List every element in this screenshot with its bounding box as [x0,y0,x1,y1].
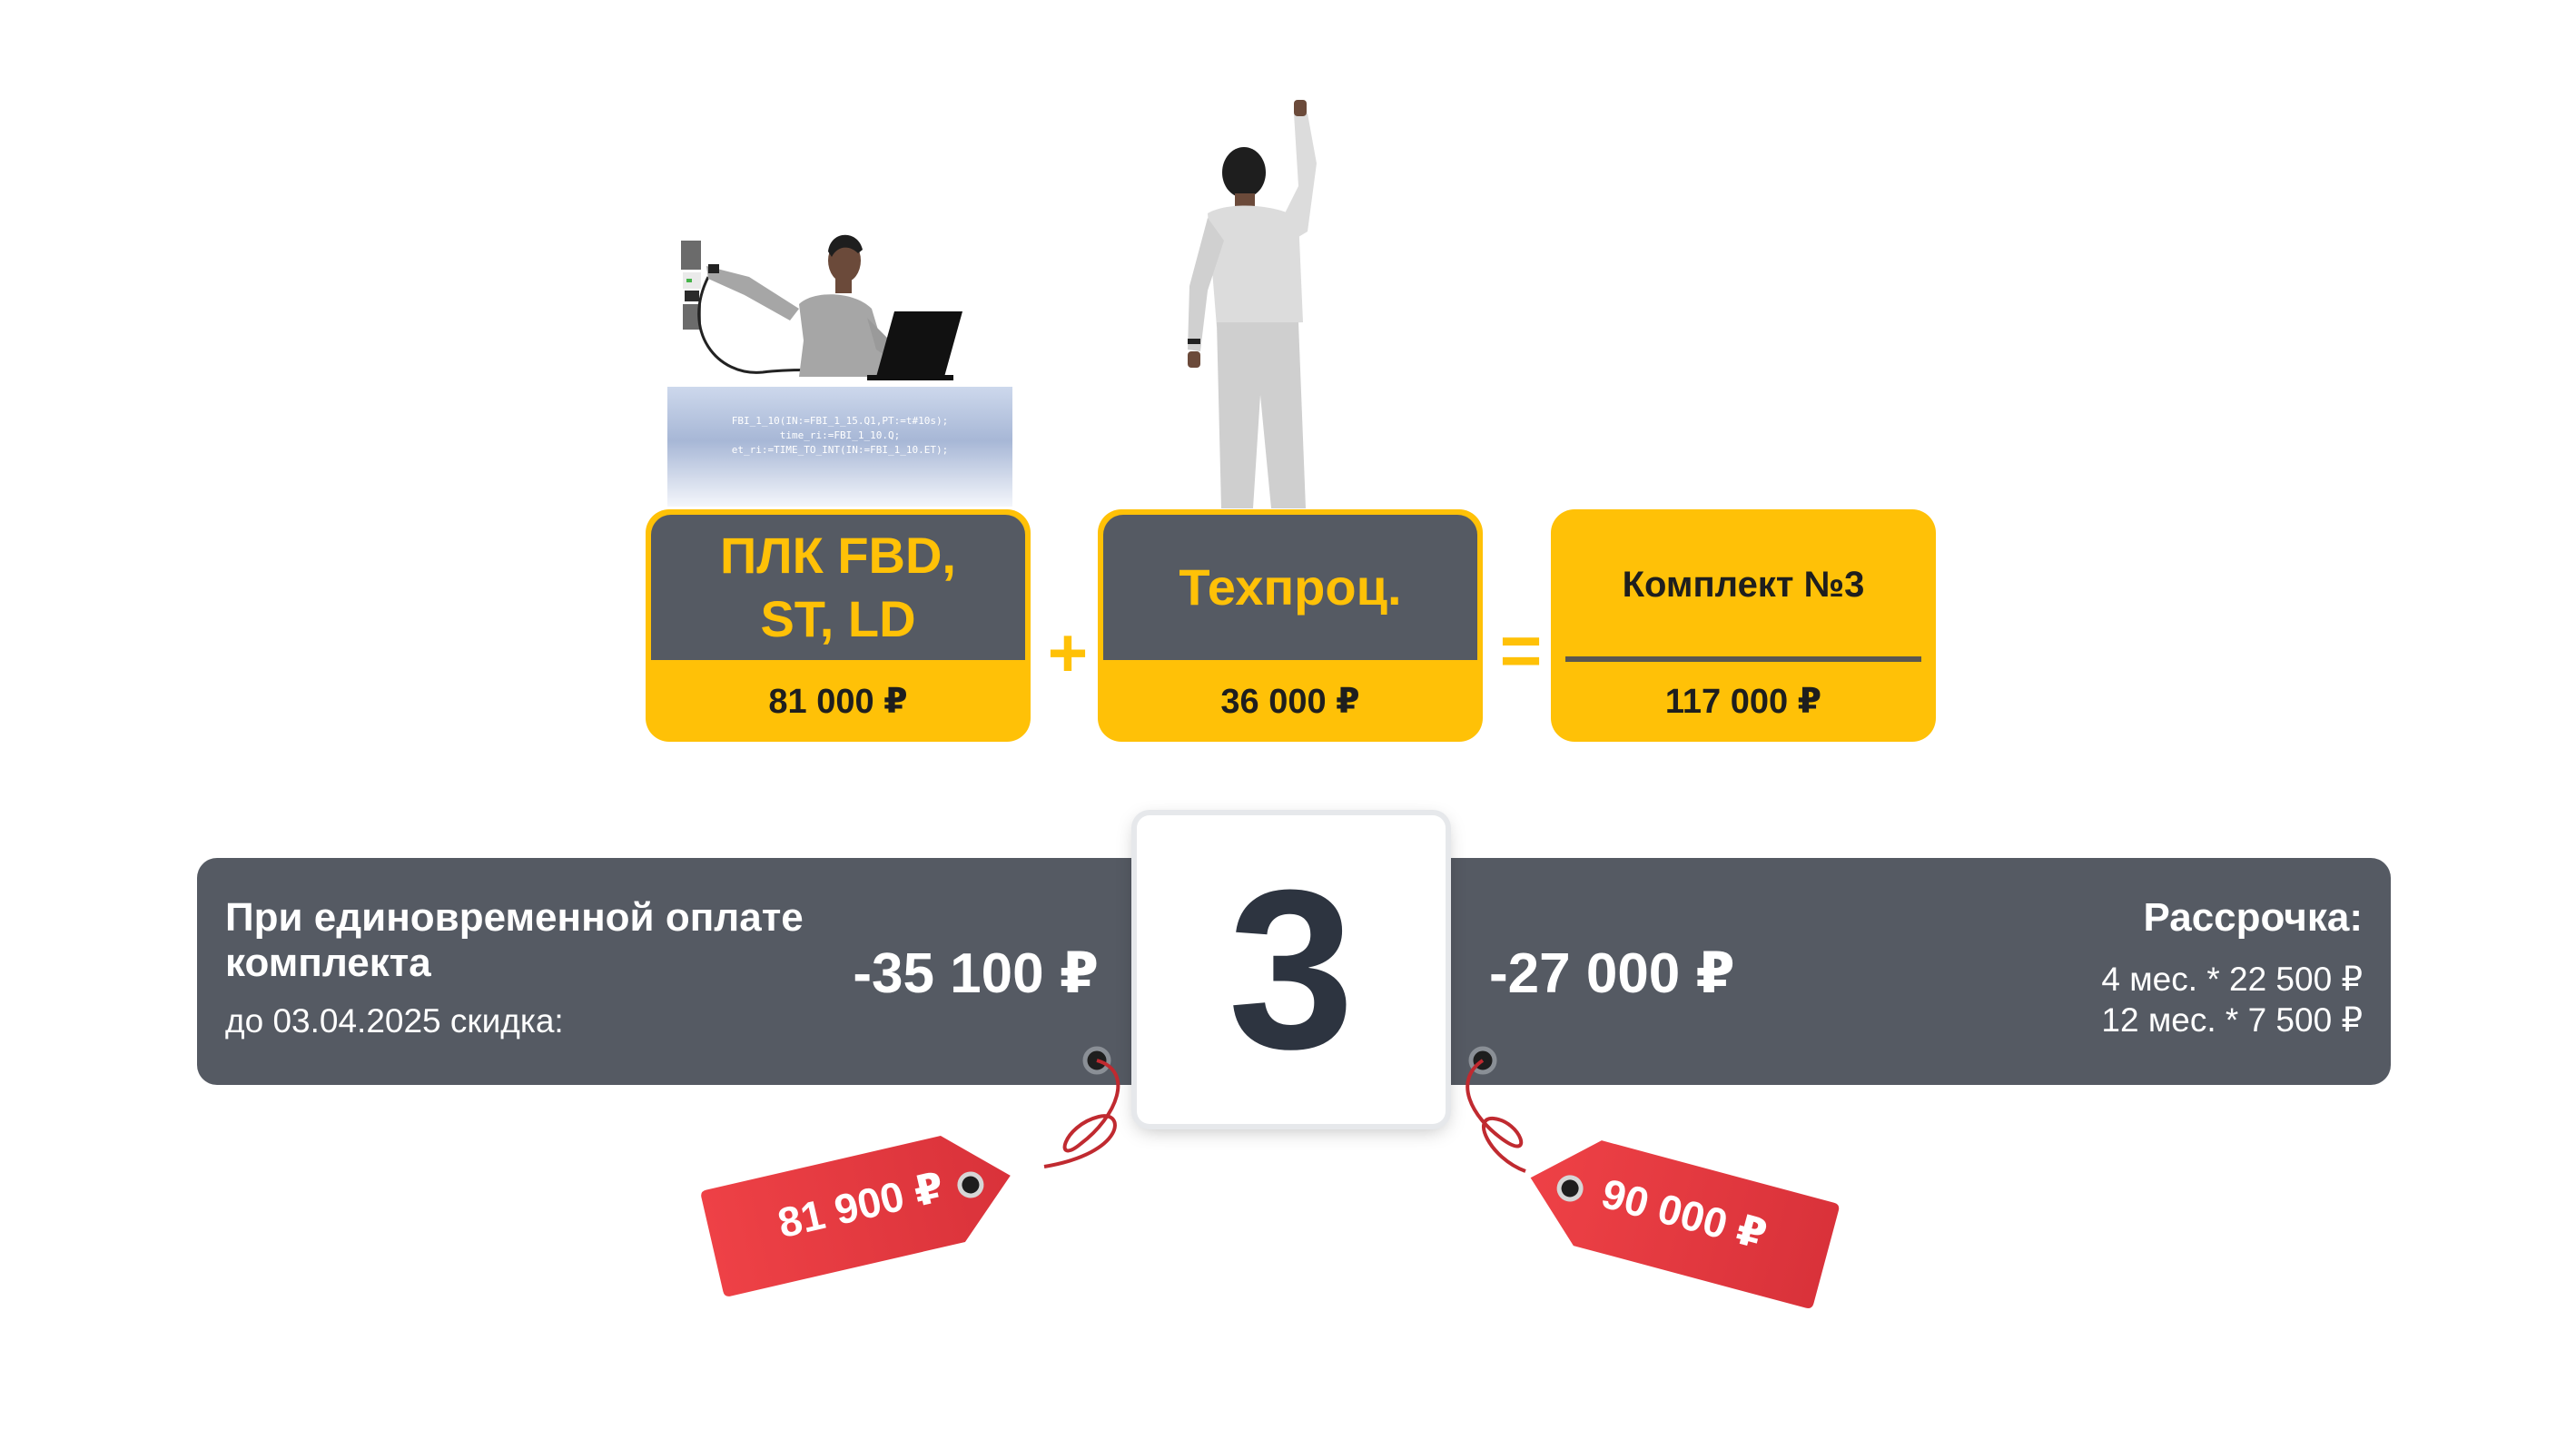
course-title-line: ST, LD [760,590,916,647]
code-line: et_ri:=TIME_TO_INT(IN:=FBI_1_10.ET); [731,444,949,456]
package-number: 3 [1228,843,1355,1096]
discount-right: -27 000 ₽ [1489,942,1735,1005]
installment-option: 4 мес. * 22 500 ₽ [2101,961,2363,998]
installment-title: Рассрочка: [2143,895,2363,940]
course-price: 81 000 ₽ [768,682,908,721]
course-card-techproc: Техпроц. 36 000 ₽ [1098,509,1483,742]
course-title-line: ПЛК FBD, [720,527,956,584]
price-tag-left [701,1136,1011,1296]
one-time-payment-title: При единовременной оплате комплекта [225,895,804,985]
course-card-title: ПЛК FBD, ST, LD [651,515,1025,660]
package-title: Комплект №3 [1622,564,1865,605]
man-raising-arm-illustration [1188,100,1317,508]
code-line: FBI_1_10(IN:=FBI_1_15.Q1,PT:=t#10s); [731,415,949,427]
plus-sign: + [1047,615,1089,692]
engineer-laptop-illustration [681,234,962,380]
package-price: 117 000 ₽ [1664,682,1822,721]
price-tag-right [1530,1140,1840,1309]
course-title-line: Техпроц. [1179,558,1402,616]
code-snippet: FBI_1_10(IN:=FBI_1_15.Q1,PT:=t#10s); tim… [667,387,1012,507]
discount-deadline: до 03.04.2025 скидка: [225,1002,564,1040]
installment-option: 12 мес. * 7 500 ₽ [2101,1001,2363,1039]
code-line: time_ri:=FBI_1_10.Q; [779,429,901,441]
package-divider [1565,656,1921,662]
course-card-title: Техпроц. [1103,515,1477,660]
course-price: 36 000 ₽ [1220,682,1360,721]
package-number-box: 3 [1137,815,1446,1124]
equals-sign: = [1499,610,1543,691]
package-card: Комплект №3 117 000 ₽ [1551,509,1936,742]
discount-left: -35 100 ₽ [853,942,1099,1005]
course-card-plc: ПЛК FBD, ST, LD 81 000 ₽ [646,509,1031,742]
